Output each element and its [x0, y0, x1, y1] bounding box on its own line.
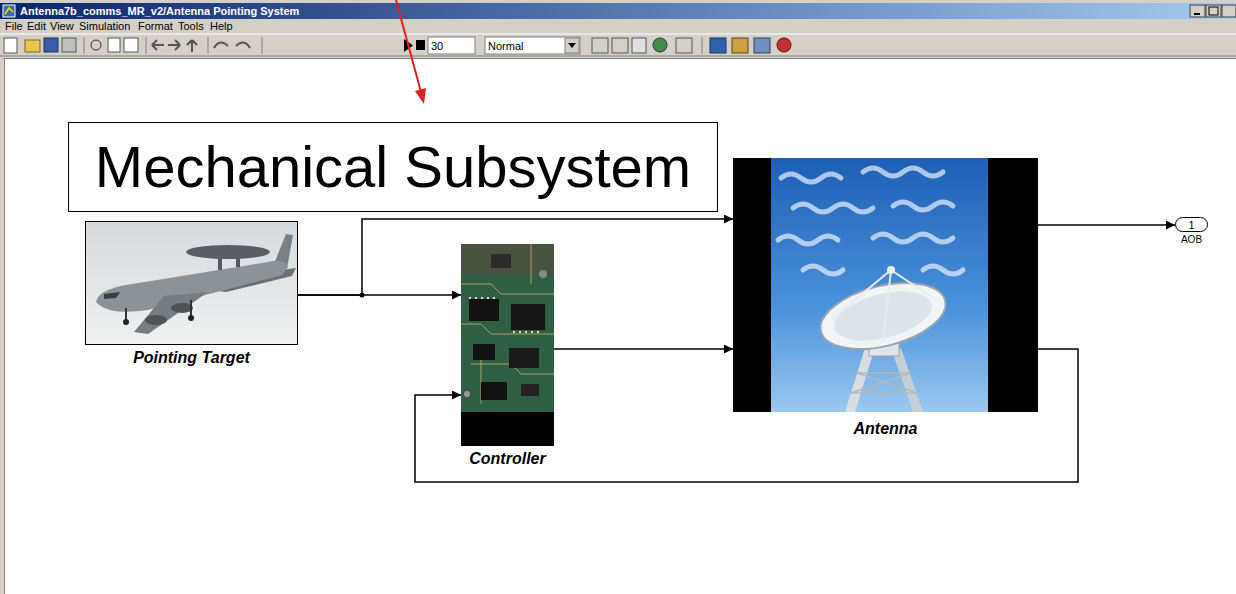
block-frame — [85, 221, 298, 345]
stop-time-field: 30 — [431, 39, 443, 53]
source-block: Pointing Target — [85, 221, 298, 367]
outport-block: 1AOB — [1175, 217, 1208, 245]
window-title: Antenna7b_comms_MR_v2/Antenna Pointing S… — [20, 4, 299, 18]
block-frame — [733, 158, 1038, 412]
menu-item: View — [50, 19, 74, 33]
signal-line — [554, 348, 733, 350]
callout-arrow — [396, 0, 426, 104]
antenna-picture — [733, 158, 1038, 412]
signal-line — [298, 294, 461, 296]
port-frame: 1 — [1175, 217, 1208, 232]
block-caption: Antenna — [673, 420, 1098, 438]
circuit-board-picture — [461, 244, 554, 446]
window-title-bar: Antenna7b_comms_MR_v2/Antenna Pointing S… — [0, 3, 1236, 19]
menu-item: Simulation — [79, 19, 130, 33]
subsystem-block: Antenna — [733, 158, 1038, 438]
menu-item: Help — [210, 19, 233, 33]
menu-item: Format — [138, 19, 173, 33]
block-caption: Controller — [401, 450, 614, 468]
port-name: AOB — [1175, 234, 1208, 245]
callout-box: Mechanical Subsystem — [68, 122, 718, 212]
block-caption: Pointing Target — [25, 349, 358, 367]
port-number: 1 — [1188, 219, 1194, 231]
toolbar-icons — [4, 37, 791, 54]
window-buttons — [1190, 5, 1236, 17]
callout-text: Mechanical Subsystem — [95, 135, 691, 199]
menu-item: Tools — [178, 19, 204, 33]
signal-line — [1038, 224, 1175, 226]
aircraft-picture — [86, 222, 298, 345]
menu-item: File — [5, 19, 23, 33]
menu-item: Edit — [27, 19, 46, 33]
sim-mode-field: Normal — [488, 39, 523, 53]
subsystem-block: Controller — [461, 244, 554, 468]
block-frame — [461, 244, 554, 446]
window-icon — [3, 5, 15, 17]
